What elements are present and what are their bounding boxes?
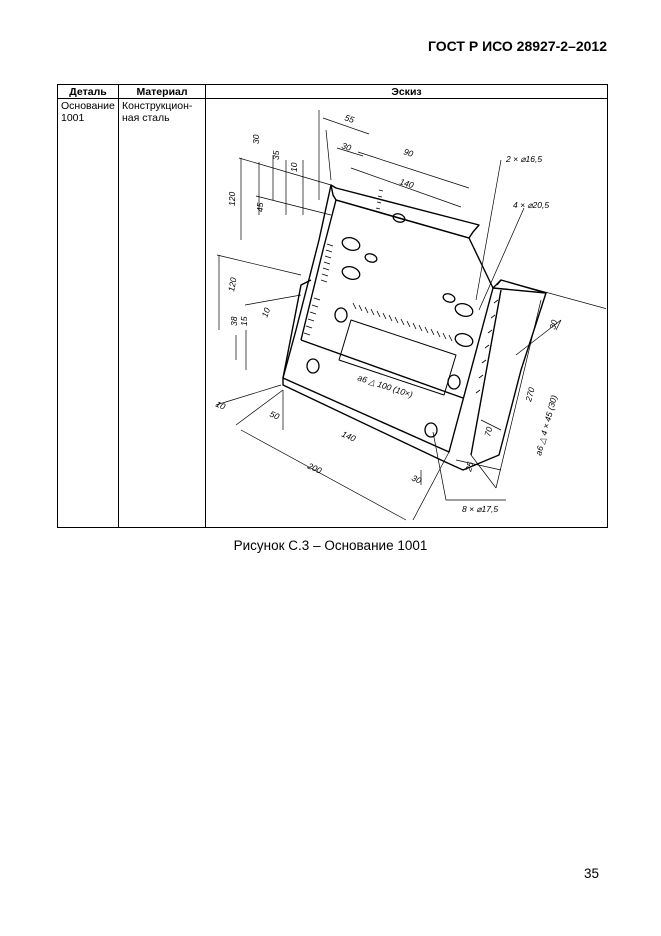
hole-right-3 (454, 333, 474, 347)
hole-upper-2 (341, 266, 361, 280)
dim-120-lower: 120 (226, 276, 238, 292)
callout-holes-bottom: 8 × ⌀17,5 (462, 504, 498, 514)
left-gusset (282, 279, 312, 379)
base-part-sketch: 55 30 90 140 30 35 10 120 45 120 38 15 1… (214, 110, 606, 521)
dimension-lines (215, 110, 606, 521)
figure-caption: Рисунок С.3 – Основание 1001 (233, 538, 428, 553)
callout-holes-mid: 4 × ⌀20,5 (513, 200, 549, 210)
hole-top (392, 213, 406, 223)
dimension-labels: 55 30 90 140 30 35 10 120 45 120 38 15 1… (214, 112, 559, 485)
dim-50: 50 (268, 409, 281, 422)
material-cell: Конструкцион- ная сталь (118, 98, 206, 528)
plate-front-face (335, 199, 494, 289)
base-top-edge (300, 339, 464, 399)
callout-weld-outer: a6 △ 4 × 45 (30) (533, 394, 559, 457)
hole-base-1 (334, 307, 348, 323)
hole-base-2 (306, 358, 320, 374)
sketch-cell: 55 30 90 140 30 35 10 120 45 120 38 15 1… (205, 98, 608, 528)
dim-55: 55 (343, 112, 355, 125)
spec-table: Деталь Материал Эскиз Основание 1001 Кон… (57, 84, 608, 528)
hole-small-1 (364, 253, 378, 263)
part-number: 1001 (61, 112, 85, 124)
right-gusset (470, 279, 547, 456)
dim-35: 35 (271, 150, 281, 160)
base-plate-outline (282, 279, 547, 471)
part-name: Основание (61, 100, 115, 112)
dim-70: 70 (482, 426, 494, 438)
document-header: ГОСТ Р ИСО 28927-2–2012 (428, 38, 607, 54)
hole-base-4 (424, 422, 438, 438)
material-line-1: Конструкцион- (122, 100, 193, 112)
inner-cutout (338, 319, 457, 396)
hole-base-3 (447, 374, 461, 390)
hole-right-2 (454, 303, 474, 317)
hole-right-1 (442, 293, 456, 303)
weld-hatching (303, 189, 499, 394)
dim-140-top: 140 (398, 176, 415, 190)
dim-30-vert: 30 (251, 134, 261, 144)
dim-25: 25 (463, 461, 475, 474)
callout-holes-small: 2 × ⌀16,5 (505, 154, 542, 164)
material-line-2: ная сталь (122, 112, 170, 124)
dim-30-top: 30 (340, 140, 352, 153)
column-header-sketch: Эскиз (205, 84, 608, 99)
dim-10-top: 10 (289, 162, 299, 172)
dim-120-left: 120 (227, 192, 237, 206)
dim-45: 45 (255, 202, 265, 212)
dim-90: 90 (402, 146, 414, 159)
part-cell: Основание 1001 (57, 98, 119, 528)
dim-270: 270 (523, 386, 537, 404)
dim-30-bottom: 30 (410, 473, 423, 486)
callout-weld-inner: a6 △ 100 (10×) (356, 372, 414, 399)
dim-10-bottom: 10 (214, 399, 227, 412)
dim-10-mid: 10 (259, 306, 272, 319)
vertical-plate (330, 184, 480, 239)
column-header-material: Материал (118, 84, 206, 99)
holes (306, 213, 474, 438)
dim-140-bottom: 140 (340, 429, 357, 444)
table-row: Основание 1001 Конструкцион- ная сталь (57, 98, 608, 528)
plate-inner-edge (300, 199, 337, 341)
hole-upper-1 (341, 237, 361, 251)
dim-15: 15 (239, 316, 249, 326)
table-header-row: Деталь Материал Эскиз (57, 84, 608, 99)
dim-30-right: 30 (547, 319, 559, 331)
plate-left-edge (282, 184, 332, 379)
column-header-part: Деталь (57, 84, 119, 99)
dim-38: 38 (229, 316, 239, 326)
page-number: 35 (583, 866, 599, 881)
